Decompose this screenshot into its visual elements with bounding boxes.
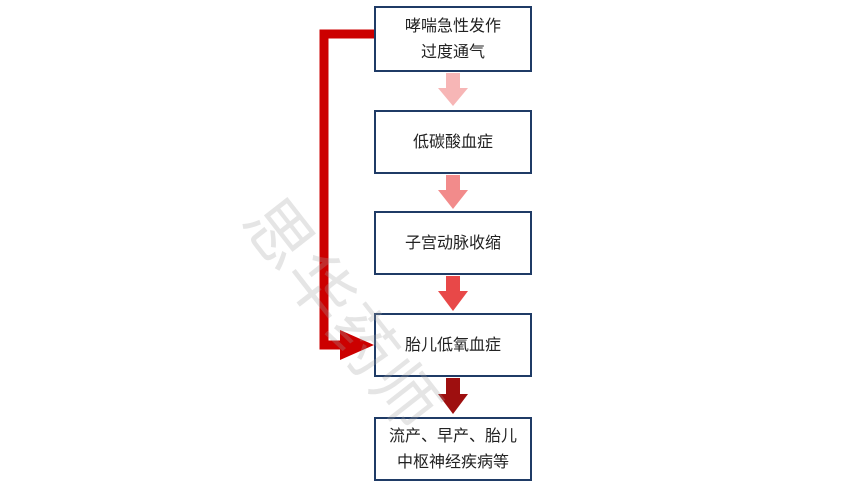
bypass-arrow — [319, 29, 374, 350]
node-text: 低碳酸血症 — [412, 132, 493, 151]
down-arrow-3 — [438, 276, 468, 311]
node-text: 哮喘急性发作 — [404, 16, 501, 35]
down-arrow-2 — [438, 175, 468, 209]
node-outcomes: 流产、早产、胎儿 中枢神经疾病等 — [374, 417, 532, 481]
node-asthma-hyperventilation: 哮喘急性发作 过度通气 — [374, 6, 532, 72]
node-hypocapnia: 低碳酸血症 — [374, 110, 532, 174]
node-text: 子宫动脉收缩 — [404, 233, 501, 252]
down-arrow-4 — [438, 378, 468, 414]
node-text: 胎儿低氧血症 — [404, 335, 501, 354]
node-text: 流产、早产、胎儿 — [388, 426, 517, 445]
node-fetal-hypoxemia: 胎儿低氧血症 — [374, 313, 532, 377]
node-text: 过度通气 — [420, 42, 485, 61]
down-arrow-1 — [438, 73, 468, 106]
node-uterine-artery-constriction: 子宫动脉收缩 — [374, 211, 532, 275]
node-text: 中枢神经疾病等 — [396, 452, 509, 471]
bypass-arrowhead — [340, 330, 374, 360]
